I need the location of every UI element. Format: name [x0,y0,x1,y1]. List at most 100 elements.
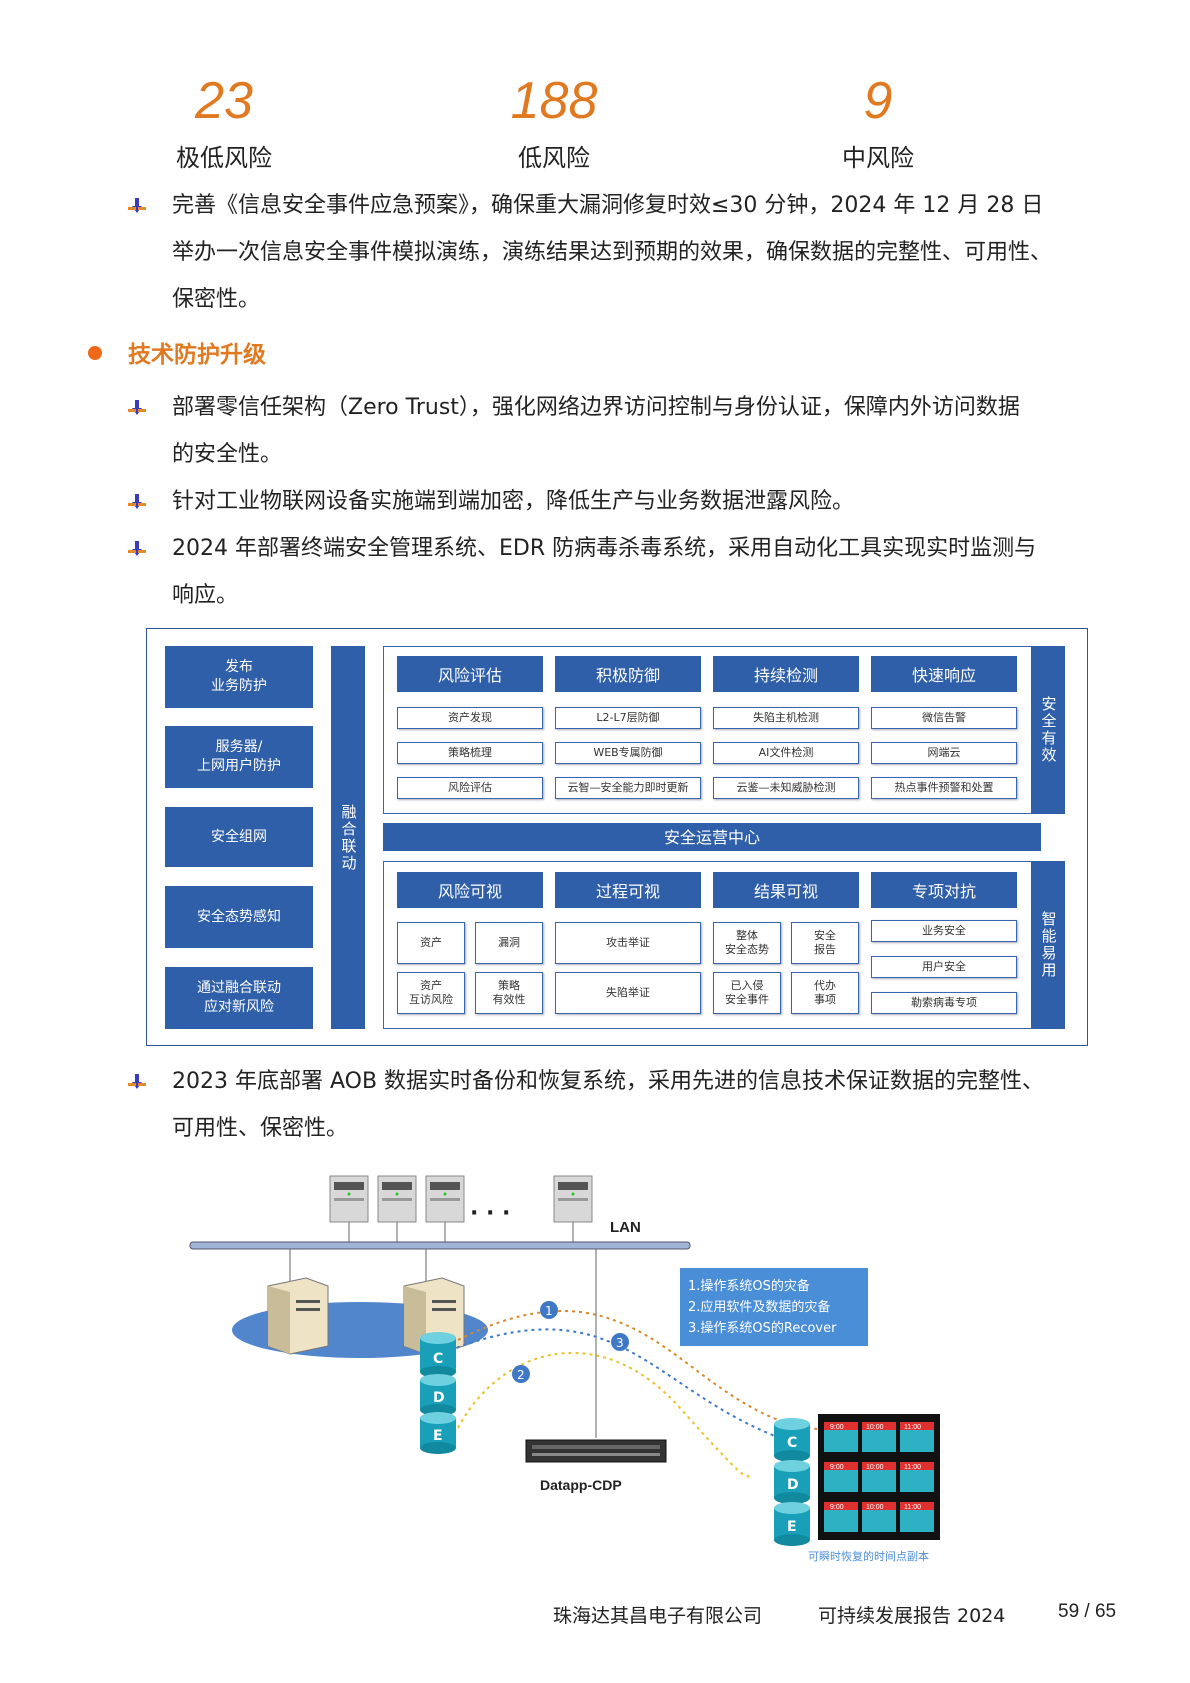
cell: 策略 有效性 [475,972,543,1014]
cell: WEB专属防御 [555,742,701,764]
step-number: 3 [616,1336,624,1350]
bullet-arrow-icon [128,541,146,556]
disk-label: C [787,1435,797,1451]
device-label: Datapp-CDP [540,1477,622,1493]
disk-label: D [787,1477,799,1493]
section-title: 技术防护升级 [88,335,266,369]
bullet-line: 保密性。 [172,287,261,312]
cell: 失陷举证 [555,972,701,1014]
bullet-aob-backup: 2023 年底部署 AOB 数据实时备份和恢复系统，采用先进的信息技术保证数据的… [128,1058,1108,1152]
stat-number: 23 [195,72,253,130]
section-title-text: 技术防护升级 [128,342,266,368]
snapshot-time: 11:00 [904,1504,921,1511]
snapshot-time: 10:00 [866,1424,884,1431]
disk-label: E [433,1428,443,1444]
bullet-line: 2024 年部署终端安全管理系统、EDR 防病毒杀毒系统，采用自动化工具实现实时… [172,536,1037,561]
tower-server-icon [267,1277,329,1355]
left-box-network: 安全组网 [165,807,313,867]
cell: 漏洞 [475,922,543,964]
snapshot-time: 9:00 [830,1424,844,1431]
snapshot-time: 9:00 [830,1504,844,1511]
legend-box [680,1268,868,1346]
security-architecture-diagram: 发布 业务防护 服务器/ 上网用户防护 安全组网 安全态势感知 通过融合联动 应… [146,628,1088,1046]
cdp-appliance-icon [525,1439,667,1463]
step-number: 2 [517,1368,525,1382]
header-continuous-detection: 持续检测 [713,656,859,692]
left-box-fusion: 通过融合联动 应对新风险 [165,967,313,1029]
stat-number: 9 [863,72,893,130]
cell: 云智—安全能力即时更新 [555,777,701,799]
bullet-arrow-icon [128,1074,146,1089]
header-result-visible: 结果可视 [713,872,859,908]
cell: 云鉴—未知威胁检测 [713,777,859,799]
cell: 微信告警 [871,707,1017,729]
bullet-emergency-plan: 完善《信息安全事件应急预案》，确保重大漏洞修复时效≤30 分钟，2024 年 1… [128,182,1108,323]
cell: 攻击举证 [555,922,701,964]
flow-data-backup [457,1351,751,1479]
bullet-line: 2023 年底部署 AOB 数据实时备份和恢复系统，采用先进的信息技术保证数据的… [172,1069,1045,1094]
snapshot-time: 11:00 [904,1464,921,1471]
legend-item: 3.操作系统OS的Recover [688,1320,837,1336]
cell: 失陷主机检测 [713,707,859,729]
bullet-line: 完善《信息安全事件应急预案》，确保重大漏洞修复时效≤30 分钟，2024 年 1… [172,193,1044,218]
bullet-arrow-icon [128,198,146,213]
bullet-edr: 2024 年部署终端安全管理系统、EDR 防病毒杀毒系统，采用自动化工具实现实时… [128,525,1108,619]
bullet-line: 的安全性。 [172,442,283,467]
lan-bus [189,1241,691,1250]
snapshot-time: 11:00 [904,1424,921,1431]
footer-company: 珠海达其昌电子有限公司 [553,1605,763,1627]
cell: AI文件检测 [713,742,859,764]
header-rapid-response: 快速响应 [871,656,1017,692]
ellipsis: · · · [470,1201,510,1226]
cell: 用户安全 [871,956,1017,978]
cell: 代办 事项 [791,972,859,1014]
header-special-countermeasure: 专项对抗 [871,872,1017,908]
stat-label: 中风险 [842,144,914,172]
header-active-defense: 积极防御 [555,656,701,692]
disk-e-icon [420,1412,456,1454]
header-process-visible: 过程可视 [555,872,701,908]
rack-server-icon [425,1175,465,1223]
cell: 业务安全 [871,920,1017,942]
rack-server-icon [329,1175,369,1223]
step-marker [540,1301,558,1319]
bullet-line: 可用性、保密性。 [172,1116,349,1141]
disk-label: D [433,1390,445,1406]
left-box-publish: 发布 业务防护 [165,646,313,708]
bullet-zero-trust: 部署零信任架构（Zero Trust），强化网络边界访问控制与身份认证，保障内外… [128,384,1108,478]
target-disk-e-icon [774,1502,810,1546]
legend-item: 2.应用软件及数据的灾备 [688,1299,830,1315]
cell: 热点事件预警和处置 [871,777,1017,799]
bullet-line: 举办一次信息安全事件模拟演练，演练结果达到预期的效果，确保数据的完整性、可用性、 [172,240,1053,265]
bullet-arrow-icon [128,400,146,415]
cell: 整体 安全态势 [713,922,781,964]
cell: L2-L7层防御 [555,707,701,729]
snapshot-time: 10:00 [866,1464,884,1471]
stat-label: 低风险 [518,144,590,172]
fusion-bar: 融合联动 [331,646,365,1029]
section-dot-icon [88,346,102,360]
rack-server-icon [553,1175,593,1223]
right-bar-smart: 智能易用 [1031,861,1065,1029]
cell: 资产 [397,922,465,964]
stat-medium: 9 中风险 [758,70,998,173]
cell: 策略梳理 [397,742,543,764]
lan-label: LAN [610,1219,641,1236]
risk-stats: 23 极低风险 188 低风险 9 中风险 [0,70,1190,180]
cell: 安全 报告 [791,922,859,964]
disk-label: E [787,1519,797,1535]
left-box-awareness: 安全态势感知 [165,886,313,948]
legend-item: 1.操作系统OS的灾备 [688,1278,810,1294]
cell: 已入侵 安全事件 [713,972,781,1014]
snapshot-time: 9:00 [830,1464,844,1471]
cell: 资产发现 [397,707,543,729]
snapshot-time: 10:00 [866,1504,884,1511]
step-marker [611,1333,629,1351]
header-risk-visible: 风险可视 [397,872,543,908]
disk-label: C [433,1351,443,1367]
bullet-line: 部署零信任架构（Zero Trust），强化网络边界访问控制与身份认证，保障内外… [172,395,1020,420]
cell: 风险评估 [397,777,543,799]
stat-number: 188 [510,72,598,130]
rack-server-icon [377,1175,417,1223]
right-bar-effective: 安全有效 [1031,646,1065,814]
